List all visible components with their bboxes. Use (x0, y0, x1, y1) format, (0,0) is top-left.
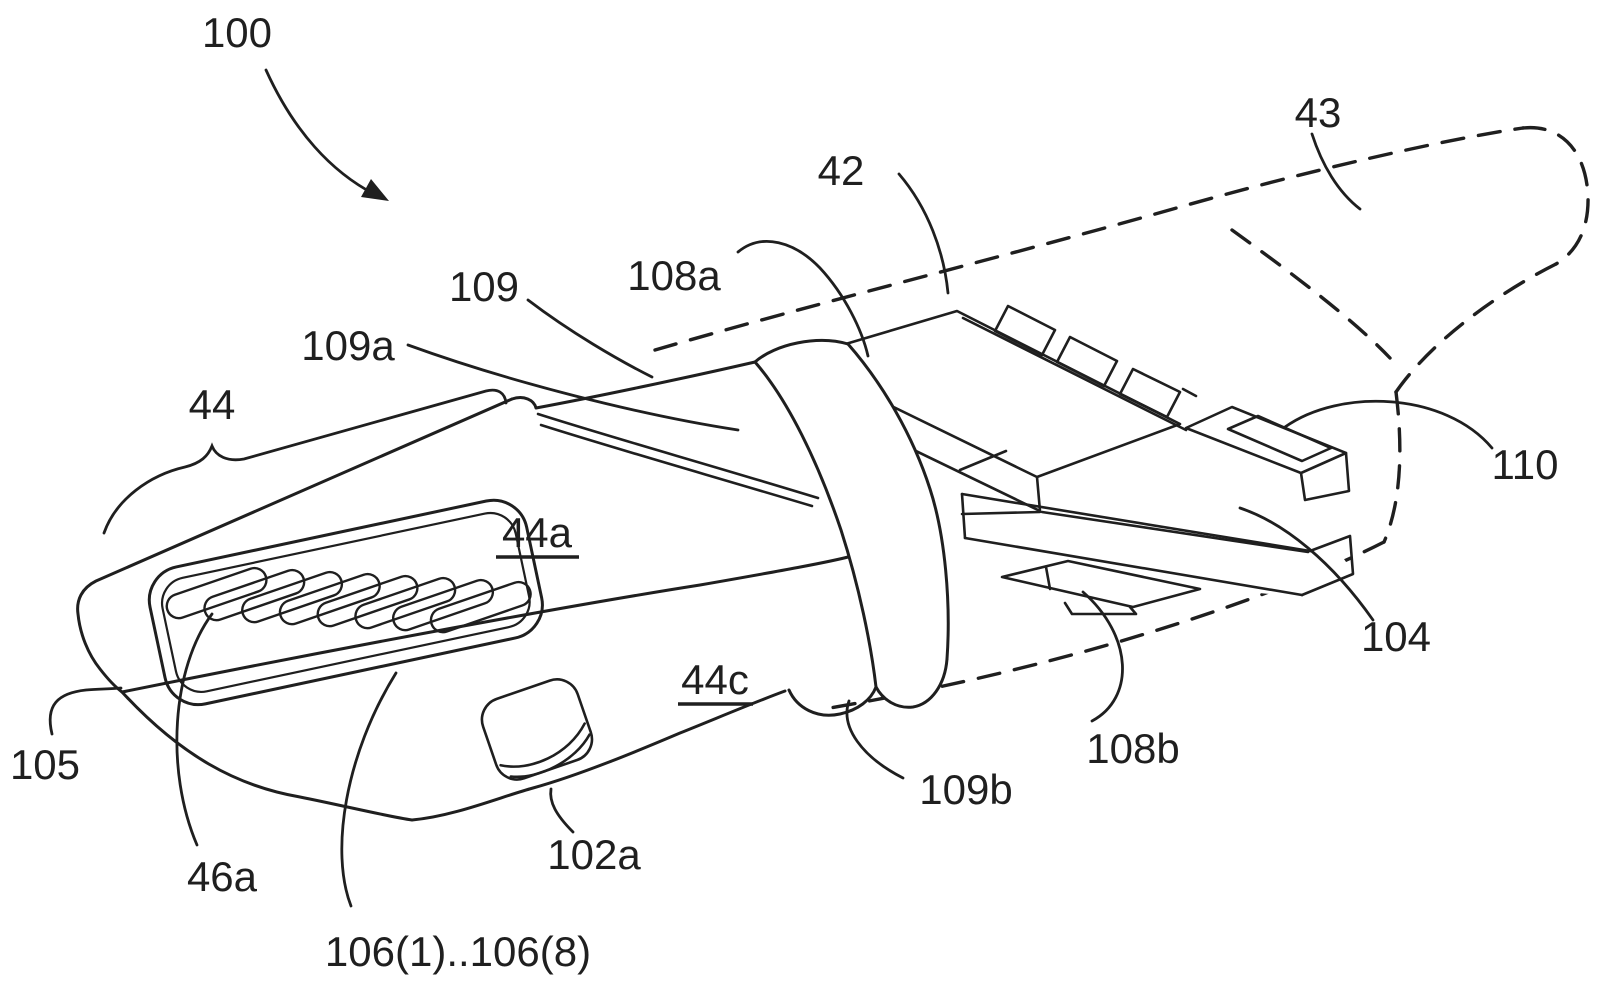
leader-105 (48, 686, 123, 736)
pcb-board-104 (958, 449, 1355, 597)
label-46a: 46a (187, 853, 258, 900)
label-110: 110 (1492, 441, 1559, 488)
reference-labels: 100 43 42 108a 109 109a 44 44a 44c 110 1… (10, 9, 1559, 975)
label-109: 109 (449, 263, 519, 310)
label-109a: 109a (301, 322, 395, 369)
label-104: 104 (1361, 613, 1431, 660)
leader-106 (340, 671, 398, 908)
label-42: 42 (818, 147, 865, 194)
label-108a: 108a (627, 252, 721, 299)
leader-42 (897, 172, 950, 295)
label-44c: 44c (681, 656, 749, 703)
contact-region (147, 498, 544, 707)
brace-44 (102, 388, 508, 535)
leader-108b (1081, 590, 1124, 723)
leader-104 (1238, 506, 1375, 622)
leader-43 (1310, 132, 1362, 211)
contact-slots (165, 566, 532, 634)
label-44a: 44a (502, 509, 573, 556)
seam-line-lower (539, 423, 814, 508)
label-43: 43 (1295, 89, 1342, 136)
label-44: 44 (189, 381, 236, 428)
pcb-board-110 (1184, 405, 1351, 502)
leader-109 (526, 298, 654, 379)
leader-46a (175, 612, 214, 847)
contact-frame-outer (147, 498, 544, 707)
label-109b: 109b (919, 766, 1012, 813)
arrow-100-shaft (264, 68, 376, 196)
leader-109b (845, 699, 905, 780)
contact-frame-inner (160, 511, 531, 693)
top-contacts (961, 304, 1198, 432)
connector-body (76, 360, 876, 822)
arrow-100-head (361, 179, 389, 201)
leader-110 (1283, 399, 1494, 450)
seam-line-upper (536, 412, 820, 500)
collar (753, 338, 950, 717)
label-106: 106(1)..106(8) (325, 928, 591, 975)
label-105: 105 (10, 741, 80, 788)
leader-lines (48, 68, 1494, 908)
retention-slot (480, 678, 594, 781)
label-102a: 102a (547, 831, 641, 878)
leader-102a (549, 787, 575, 834)
label-100: 100 (202, 9, 272, 56)
label-108b: 108b (1086, 725, 1179, 772)
leader-108a (736, 240, 870, 358)
leader-109a (406, 343, 740, 432)
